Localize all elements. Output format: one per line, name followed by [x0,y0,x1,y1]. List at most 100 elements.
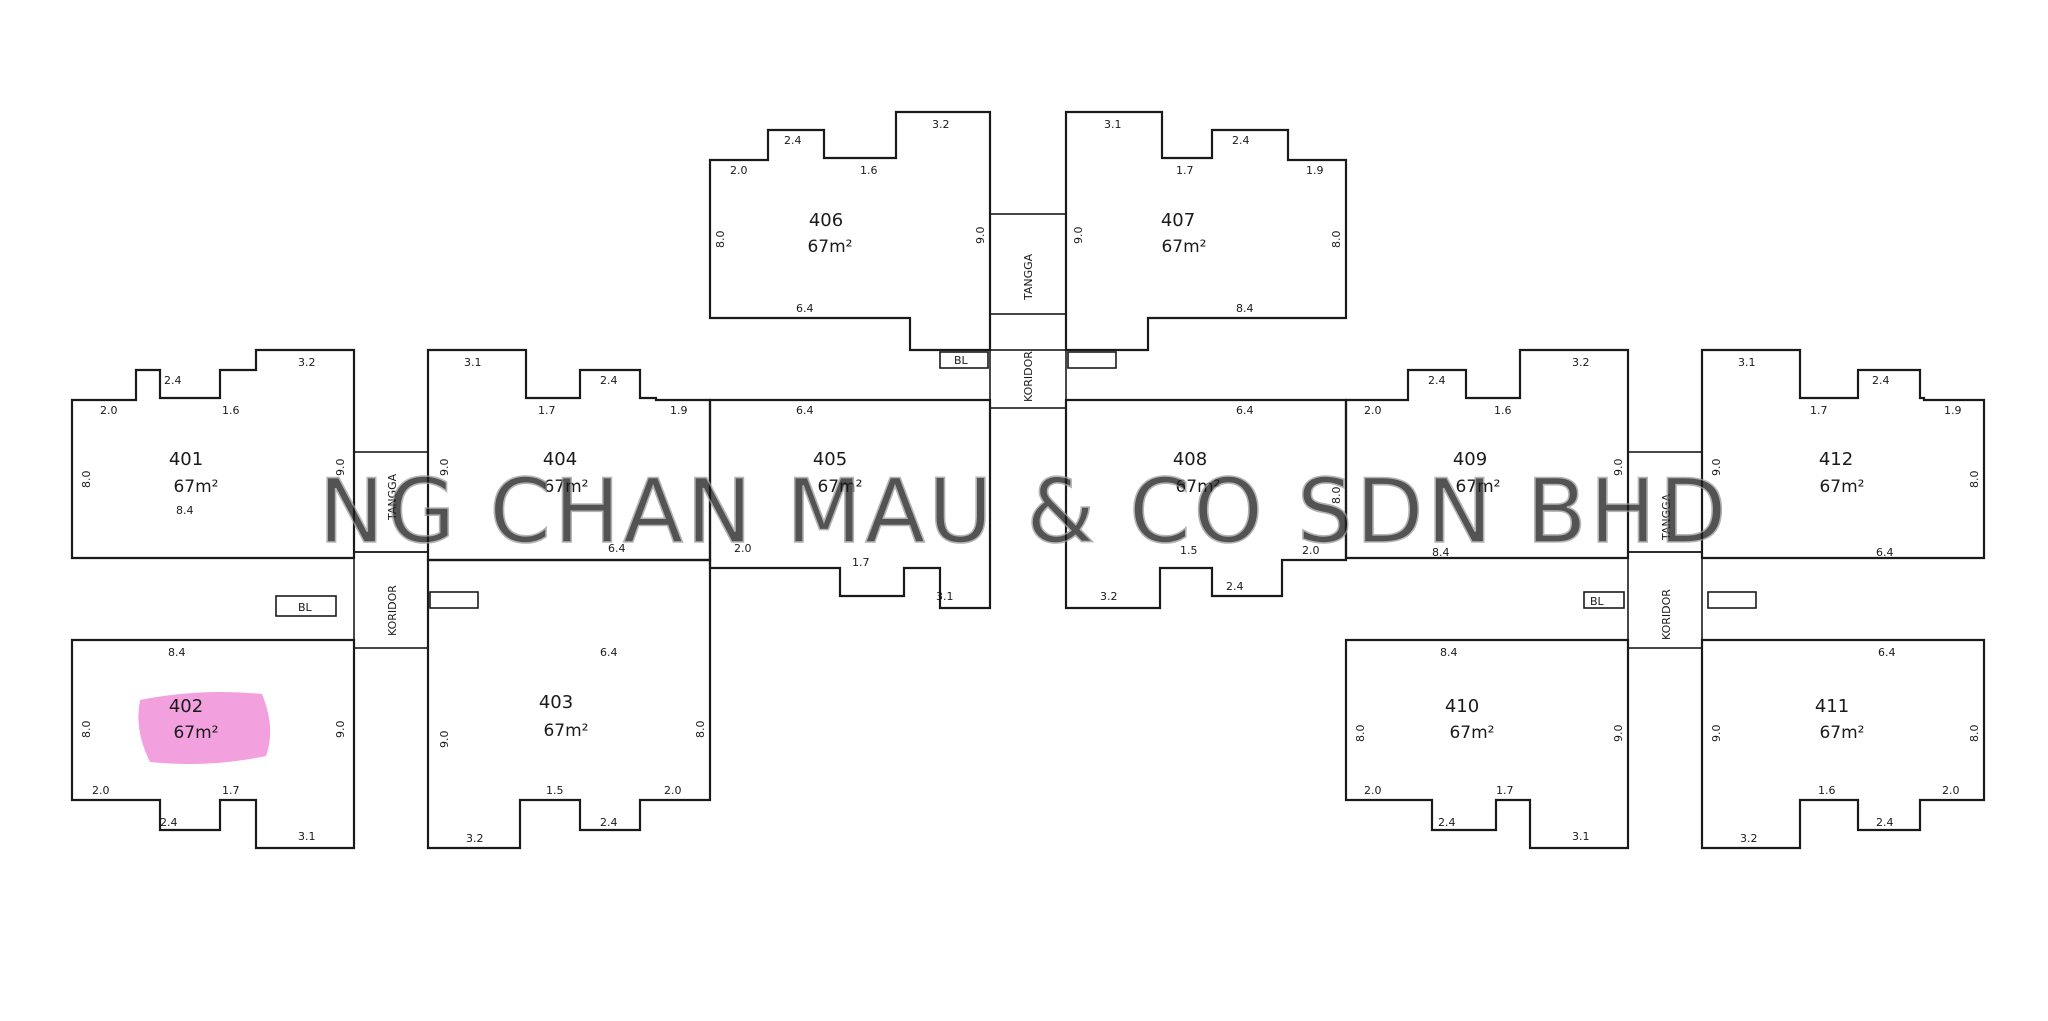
unit-402: 402 67m² 8.4 2.0 1.7 3.1 2.4 [70,638,356,850]
svg-text:8.0: 8.0 [1330,231,1343,249]
svg-text:3.2: 3.2 [932,118,950,131]
unit-412: 412 67m² 3.1 1.7 1.9 6.4 2.4 [1700,348,1986,560]
svg-text:BL: BL [954,354,969,367]
svg-text:2.0: 2.0 [1302,544,1320,557]
svg-text:3.1: 3.1 [1738,356,1756,369]
unit-410: 410 67m² 8.4 2.0 1.7 3.1 2.4 [1344,638,1630,850]
unit-area: 67m² [543,477,588,497]
svg-text:2.0: 2.0 [664,784,682,797]
unit-number: 402 [169,696,203,717]
svg-text:8.0: 8.0 [1968,725,1981,743]
unit-number: 409 [1453,449,1487,470]
svg-text:1.7: 1.7 [1810,404,1828,417]
svg-text:BL: BL [1590,595,1605,608]
svg-text:6.4: 6.4 [796,302,814,315]
svg-text:2.0: 2.0 [730,164,748,177]
stair-label: TANGGA [386,473,399,521]
svg-text:1.6: 1.6 [1818,784,1836,797]
svg-text:2.4: 2.4 [600,816,618,829]
svg-text:9.0: 9.0 [1710,725,1723,743]
svg-text:1.6: 1.6 [860,164,878,177]
unit-411: 411 67m² 6.4 3.2 1.6 2.0 2.4 [1700,638,1986,850]
svg-text:6.4: 6.4 [608,542,626,555]
unit-405: 405 67m² 6.4 2.0 1.7 3.1 6.4 [608,398,992,610]
unit-area: 67m² [173,477,218,497]
unit-number: 412 [1819,449,1853,470]
corridor-label: KORIDOR [386,585,399,636]
svg-text:1.7: 1.7 [1176,164,1194,177]
unit-number: 405 [813,449,847,470]
svg-text:1.9: 1.9 [1944,404,1962,417]
center-core: TANGGA KORIDOR BL [939,213,1117,409]
svg-text:2.0: 2.0 [734,542,752,555]
svg-text:2.4: 2.4 [164,374,182,387]
corridor-label: KORIDOR [1660,589,1673,640]
svg-text:3.2: 3.2 [1740,832,1758,845]
svg-text:9.0: 9.0 [334,721,347,739]
unit-number: 401 [169,449,203,470]
svg-text:3.1: 3.1 [1572,830,1590,843]
stair-label: TANGGA [1660,493,1673,541]
svg-text:3.2: 3.2 [1100,590,1118,603]
svg-text:3.2: 3.2 [1572,356,1590,369]
unit-area: 67m² [543,721,588,741]
watermark: NG CHAN MAU & CO SDN BHD [318,460,1729,563]
svg-text:9.0: 9.0 [1072,227,1085,245]
unit-407: 407 67m² 3.1 1.7 1.9 8.4 2.4 [1064,110,1348,352]
svg-text:9.0: 9.0 [334,459,347,477]
svg-text:8.0: 8.0 [714,231,727,249]
side-dimensions: 8.0 9.0 8.0 9.0 9.0 9.0 8.0 8.0 9.0 9.0 … [80,227,1981,749]
svg-text:1.7: 1.7 [1496,784,1514,797]
unit-area: 67m² [173,723,218,743]
svg-text:8.4: 8.4 [1432,546,1450,559]
svg-text:8.0: 8.0 [1330,487,1343,505]
svg-text:1.5: 1.5 [546,784,564,797]
svg-text:2.4: 2.4 [1428,374,1446,387]
unit-number: 407 [1161,210,1195,231]
unit-area: 67m² [1161,237,1206,257]
svg-text:3.1: 3.1 [1104,118,1122,131]
svg-text:8.0: 8.0 [80,471,93,489]
svg-text:3.1: 3.1 [464,356,482,369]
svg-text:9.0: 9.0 [974,227,987,245]
svg-text:3.2: 3.2 [298,356,316,369]
svg-text:2.4: 2.4 [600,374,618,387]
svg-text:2.0: 2.0 [1364,404,1382,417]
svg-text:9.0: 9.0 [1710,459,1723,477]
svg-text:1.5: 1.5 [1180,544,1198,557]
svg-text:2.4: 2.4 [1872,374,1890,387]
svg-text:2.0: 2.0 [92,784,110,797]
unit-area: 67m² [807,237,852,257]
stair-label: TANGGA [1022,253,1035,301]
unit-area: 67m² [1449,723,1494,743]
unit-number: 404 [543,449,577,470]
svg-text:2.4: 2.4 [1876,816,1894,829]
svg-text:1.7: 1.7 [538,404,556,417]
svg-text:8.0: 8.0 [80,721,93,739]
unit-area: 67m² [1175,477,1220,497]
svg-text:2.0: 2.0 [100,404,118,417]
svg-text:1.7: 1.7 [852,556,870,569]
svg-text:9.0: 9.0 [1612,459,1625,477]
unit-401: 401 67m² 2.0 1.6 3.2 8.4 2.4 [70,348,356,560]
unit-404: 404 67m² 3.1 1.7 1.9 2.4 [426,348,712,562]
unit-number: 408 [1173,449,1207,470]
unit-area: 67m² [1455,477,1500,497]
svg-text:8.4: 8.4 [1440,646,1458,659]
unit-409: 409 67m² 2.0 1.6 3.2 8.4 2.4 [1344,348,1630,560]
corridor-label: KORIDOR [1022,351,1035,402]
unit-402-highlight [138,692,271,764]
svg-text:6.4: 6.4 [1236,404,1254,417]
svg-text:3.2: 3.2 [466,832,484,845]
svg-text:8.0: 8.0 [1354,725,1367,743]
svg-text:1.9: 1.9 [670,404,688,417]
svg-text:9.0: 9.0 [438,731,451,749]
unit-403: 403 67m² 6.4 3.2 1.5 2.0 2.4 [426,558,712,850]
unit-area: 67m² [1819,723,1864,743]
svg-text:8.0: 8.0 [694,721,707,739]
unit-number: 411 [1815,696,1849,717]
svg-text:8.4: 8.4 [176,504,194,517]
svg-text:1.9: 1.9 [1306,164,1324,177]
svg-text:1.6: 1.6 [1494,404,1512,417]
svg-text:6.4: 6.4 [600,646,618,659]
